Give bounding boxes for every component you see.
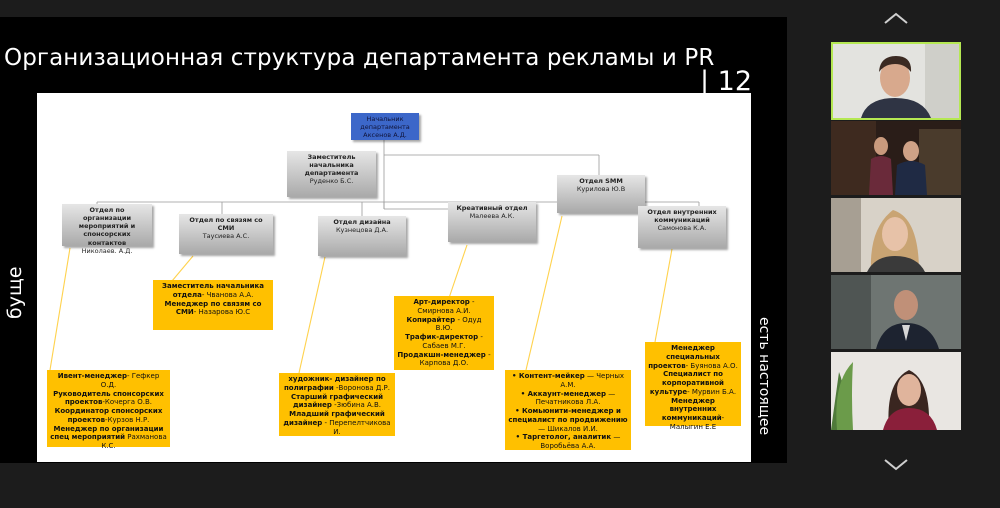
- participant-tile-active-speaker[interactable]: [831, 42, 961, 120]
- participant-video: [831, 121, 961, 195]
- chevron-down-icon: [884, 459, 908, 471]
- scroll-up-button[interactable]: [883, 10, 909, 24]
- participant-video: [833, 44, 959, 118]
- org-staff-events: Ивент-менеджер- Гефкер О.Д. Руководитель…: [47, 370, 170, 450]
- participant-video: [831, 198, 961, 272]
- participant-video: [831, 275, 961, 349]
- org-staff-creative: Арт-директор - Смирнова А.И. Копирайтер …: [394, 296, 494, 370]
- scroll-down-button[interactable]: [883, 456, 909, 471]
- org-staff-internal: Менеджер специальных проектов- Буянова А…: [645, 342, 741, 431]
- slide-title: Организационная структура департамента р…: [4, 45, 715, 71]
- participant-tile-2[interactable]: [831, 121, 961, 195]
- participant-tile-4[interactable]: [831, 275, 961, 349]
- slide-page-number: | 12: [700, 66, 753, 97]
- participant-video: [831, 352, 961, 430]
- org-staff-media: Заместитель начальника отдела- Чванова А…: [153, 280, 273, 330]
- org-staff-smm: • Контент-мейкер — Черных А.М. • Аккаунт…: [505, 370, 631, 450]
- slide-left-caption: буще: [4, 266, 26, 319]
- org-staff-design: художник- дизайнер по полиграфии -Вороно…: [279, 373, 395, 436]
- slide-right-caption: есть настоящее: [756, 317, 772, 436]
- participant-tile-5[interactable]: [831, 352, 961, 430]
- chevron-up-icon: [884, 12, 908, 24]
- shared-slide: Организационная структура департамента р…: [0, 17, 787, 463]
- participant-tile-3[interactable]: [831, 198, 961, 272]
- org-node-dept-events: Отдел по организации мероприятий и спонс…: [62, 204, 152, 255]
